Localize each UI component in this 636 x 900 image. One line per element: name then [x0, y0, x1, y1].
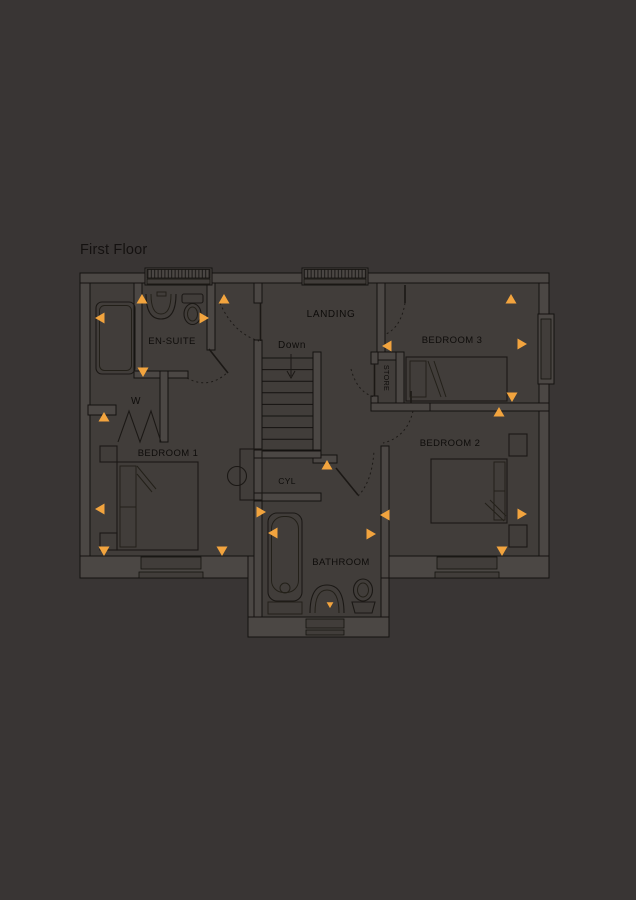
room-label-bedroom1: BEDROOM 1	[138, 448, 199, 459]
room-label-bedroom3: BEDROOM 3	[422, 335, 483, 346]
ensuite-sink-icon	[145, 291, 177, 320]
wall-stairs-right	[312, 351, 322, 456]
room-label-down: Down	[278, 340, 306, 351]
store-door	[350, 364, 376, 398]
floor-area	[80, 273, 549, 637]
window-landing-top	[301, 267, 369, 286]
wall-left	[79, 282, 91, 579]
dimension-marker-up-icon	[505, 294, 517, 304]
wall-wardrobe-right	[159, 370, 169, 443]
wall-stair-stub-top	[253, 282, 263, 304]
wall-ensuite-right	[206, 282, 216, 351]
dimension-marker-right-icon	[199, 312, 209, 324]
stairs	[262, 354, 321, 452]
room-label-landing: LANDING	[307, 309, 356, 320]
dimension-marker-up-icon	[98, 412, 110, 422]
ceiling-light-icon	[226, 465, 248, 487]
dimension-marker-right-icon	[517, 508, 527, 520]
dimension-marker-right-icon	[366, 528, 376, 540]
dimension-marker-left-icon	[95, 503, 105, 515]
window-bedroom3-right	[537, 313, 555, 385]
dimension-marker-right-icon	[517, 338, 527, 350]
bed-bedroom2	[430, 458, 508, 524]
wall-store-left-upper	[370, 351, 379, 365]
shower	[95, 301, 136, 375]
windows	[138, 267, 555, 636]
bed-bedroom1	[116, 461, 199, 551]
dimension-marker-up-icon	[493, 407, 505, 417]
nightstand-bedroom2-top	[508, 433, 528, 457]
bathroom-toilet-icon	[351, 578, 376, 614]
wall-bedroom2-top-right	[429, 402, 550, 412]
bedroom3-door	[385, 285, 406, 335]
room-label-wardrobe: W	[131, 396, 141, 407]
plan-title: First Floor	[80, 242, 147, 258]
bathroom-door	[335, 450, 375, 497]
dimension-marker-down-icon	[137, 367, 149, 377]
dimension-marker-down-icon	[496, 546, 508, 556]
wall-bathroom-door-stub	[312, 454, 338, 464]
dimension-marker-left-icon	[382, 340, 392, 352]
dimension-marker-left-icon	[268, 527, 278, 539]
wall-bedroom2-top-left	[370, 402, 431, 412]
nightstand-bedroom1-bottom	[99, 532, 118, 551]
window-ensuite-top	[144, 267, 213, 286]
dimension-marker-up-icon	[136, 294, 148, 304]
dimension-marker-down-icon	[98, 546, 110, 556]
room-label-bedroom2: BEDROOM 2	[420, 438, 481, 449]
room-labels: LANDING Down EN-SUITE W BEDROOM 1 BEDROO…	[131, 309, 482, 568]
window-bathroom-bottom	[305, 618, 345, 636]
room-label-ensuite: EN-SUITE	[148, 336, 196, 347]
fixtures	[95, 291, 528, 615]
bathroom-sink-icon	[309, 584, 345, 614]
wardrobe-bifold-doors	[117, 409, 162, 444]
dimension-markers	[95, 294, 527, 609]
dimension-marker-up-icon	[218, 294, 230, 304]
bedroom1-door	[219, 302, 262, 342]
dimension-marker-down-icon	[216, 546, 228, 556]
doors	[186, 285, 414, 497]
room-label-store: STORE	[382, 365, 391, 391]
duct-column	[239, 448, 263, 501]
bath	[267, 512, 303, 615]
bed-bedroom3	[405, 356, 508, 402]
nightstand-bedroom1-top	[99, 445, 118, 463]
ensuite-door	[186, 348, 229, 384]
dimension-marker-left-icon	[380, 509, 390, 521]
dimension-marker-up-icon	[321, 460, 333, 470]
window-bedroom2-bottom	[434, 556, 500, 579]
wall-store-right	[395, 351, 405, 406]
window-bedroom1-bottom	[138, 556, 204, 579]
dimension-marker-down-icon	[326, 602, 334, 609]
dimension-marker-down-icon	[506, 392, 518, 402]
interior-walls	[87, 282, 550, 618]
dimension-marker-right-icon	[256, 506, 266, 518]
wall-cyl-top	[253, 449, 322, 459]
down-arrow	[286, 354, 296, 380]
room-label-bathroom: BATHROOM	[312, 557, 369, 568]
room-label-cyl: CYL	[278, 476, 295, 486]
dimension-marker-left-icon	[95, 312, 105, 324]
nightstand-bedroom2-bottom	[508, 524, 528, 548]
wall-wardrobe-front-stub	[87, 404, 117, 416]
wall-landing-bedroom3	[376, 282, 386, 360]
wall-stairs-left	[253, 339, 263, 618]
wall-cyl-bottom	[253, 492, 322, 502]
